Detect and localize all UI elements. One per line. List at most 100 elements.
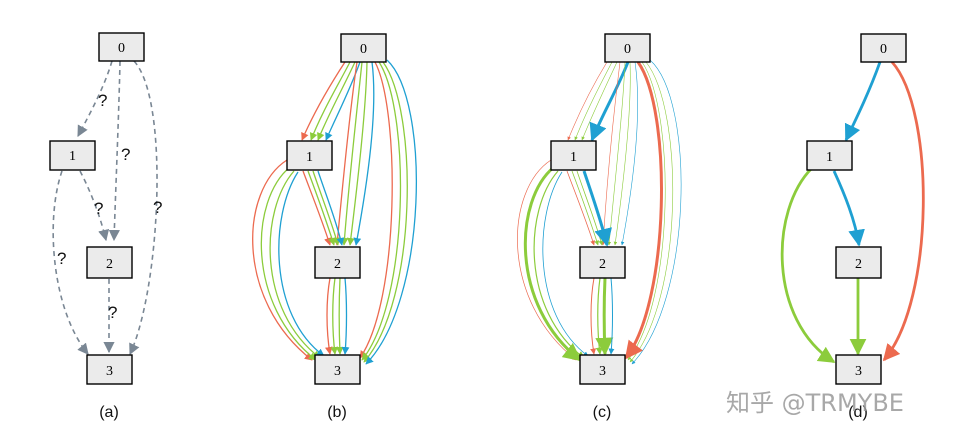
- edge-c-0-3-green2: [629, 61, 674, 363]
- edge-b-1-2-red: [302, 170, 332, 246]
- edge-label-a-1-2: ?: [94, 199, 103, 218]
- edge-c-0-1-green2: [581, 61, 618, 141]
- edge-a-1-3: [52, 170, 89, 355]
- node-label: 3: [855, 364, 862, 379]
- node-label: 3: [106, 364, 113, 379]
- node-label: 2: [106, 257, 113, 272]
- edge-a-0-2: [108, 60, 121, 242]
- panel-label-d: (d): [848, 404, 868, 421]
- edge-b-2-3-green1: [330, 277, 339, 355]
- edge-label-a-0-1: ?: [98, 91, 107, 110]
- edge-b-0-2-red: [333, 61, 358, 246]
- node-a-1: 1: [49, 140, 96, 171]
- edge-b-0-1-green2: [317, 61, 356, 141]
- edge-label-a-0-2: ?: [121, 145, 130, 164]
- node-a-0: 0: [98, 32, 145, 62]
- panel-label-b: (b): [327, 404, 347, 421]
- edge-b-1-3-blue: [278, 171, 325, 357]
- edge-b-1-3-green1: [260, 166, 317, 361]
- node-label: 2: [599, 257, 606, 272]
- edges-c: [517, 59, 682, 365]
- edge-c-2-3-blue: [608, 277, 615, 355]
- edge-c-1-2-red: [566, 170, 595, 246]
- node-label: 3: [599, 364, 606, 379]
- node-d-2: 2: [835, 246, 882, 279]
- node-label: 1: [826, 150, 833, 165]
- edge-c-1-2-green1: [571, 170, 599, 246]
- edge-b-0-3-green1: [361, 61, 402, 361]
- edge-c-1-3-green2: [533, 170, 585, 359]
- edge-d-0-3-red: [882, 61, 925, 362]
- node-label: 0: [624, 42, 631, 57]
- edge-b-1-2-green1: [307, 170, 336, 246]
- node-b-0: 0: [340, 33, 387, 63]
- edge-c-1-2-blue: [582, 170, 612, 247]
- edge-b-0-1-green1: [309, 61, 351, 141]
- panel-d: 0 1 2 3 (d): [780, 33, 925, 421]
- node-label: 3: [334, 364, 341, 379]
- panel-b: 0 1 2 3 (b): [252, 33, 417, 421]
- edge-c-2-3-red: [590, 277, 597, 355]
- edge-b-1-3-red: [252, 159, 313, 361]
- node-b-2: 2: [314, 246, 361, 279]
- edge-b-0-1-blue: [325, 61, 361, 141]
- edge-c-0-1-red: [567, 61, 608, 141]
- panel-a: ? ? ? ? ? ? 0 1 2 3 (a): [49, 32, 162, 421]
- edge-c-2-3-green2: [595, 277, 614, 356]
- edge-c-1-3-blue: [542, 171, 589, 357]
- watermark: 知乎 @TRMYBE: [726, 389, 904, 417]
- edge-a-1-2: [79, 170, 110, 242]
- edge-c-0-3-red: [624, 61, 663, 360]
- node-label: 2: [855, 257, 862, 272]
- edge-c-0-2-green1: [607, 61, 626, 246]
- node-label: 1: [69, 149, 76, 164]
- edge-b-0-3-red: [359, 61, 393, 359]
- edge-b-0-2-green2: [346, 61, 368, 246]
- edges-d: [780, 61, 925, 364]
- node-label: 1: [306, 150, 313, 165]
- node-c-1: 1: [550, 140, 597, 171]
- node-c-3: 3: [579, 354, 626, 385]
- node-a-2: 2: [86, 246, 133, 279]
- edge-c-0-3-green1: [627, 61, 666, 361]
- edge-label-a-0-3: ?: [153, 198, 162, 217]
- node-d-0: 0: [860, 33, 907, 63]
- edge-c-2-3-green1: [595, 277, 603, 355]
- edge-b-0-1-red: [301, 61, 346, 141]
- edge-c-0-2-blue: [620, 61, 638, 246]
- edge-c-0-1-green1: [574, 61, 613, 141]
- edge-a-0-1: [77, 60, 113, 137]
- node-b-1: 1: [286, 140, 333, 171]
- node-c-0: 0: [604, 33, 651, 63]
- edge-b-0-3-green2: [363, 61, 408, 363]
- edge-c-0-3-blue: [631, 59, 682, 365]
- edge-b-0-2-green1: [340, 61, 363, 246]
- edge-b-1-3-green2: [269, 170, 321, 359]
- node-d-1: 1: [806, 140, 853, 171]
- edges-b: [252, 59, 417, 365]
- edge-label-a-1-3: ?: [57, 249, 66, 268]
- edge-c-1-3-green1: [523, 165, 582, 362]
- node-a-3: 3: [86, 354, 133, 385]
- edges-a: [52, 60, 158, 356]
- edge-b-2-3-green2: [335, 277, 344, 355]
- node-label: 1: [570, 150, 577, 165]
- edge-b-1-2-green2: [312, 170, 340, 246]
- node-label: 0: [118, 41, 125, 56]
- edge-c-1-3-red: [517, 159, 577, 361]
- edge-c-0-2-red: [601, 61, 621, 246]
- node-label: 2: [334, 257, 341, 272]
- panel-label-a: (a): [99, 404, 119, 421]
- node-label: 0: [360, 42, 367, 57]
- edge-b-2-3-blue: [341, 277, 350, 355]
- edge-d-1-3-green: [780, 167, 836, 364]
- edge-b-2-3-red: [325, 277, 333, 355]
- node-b-3: 3: [314, 354, 361, 385]
- edge-d-0-1-blue: [844, 61, 882, 142]
- panel-c: 0 1 2 3 (c): [517, 33, 682, 421]
- node-label: 0: [880, 42, 887, 57]
- node-d-3: 3: [835, 354, 882, 385]
- edge-b-0-3-blue: [365, 59, 417, 365]
- node-c-2: 2: [579, 246, 626, 279]
